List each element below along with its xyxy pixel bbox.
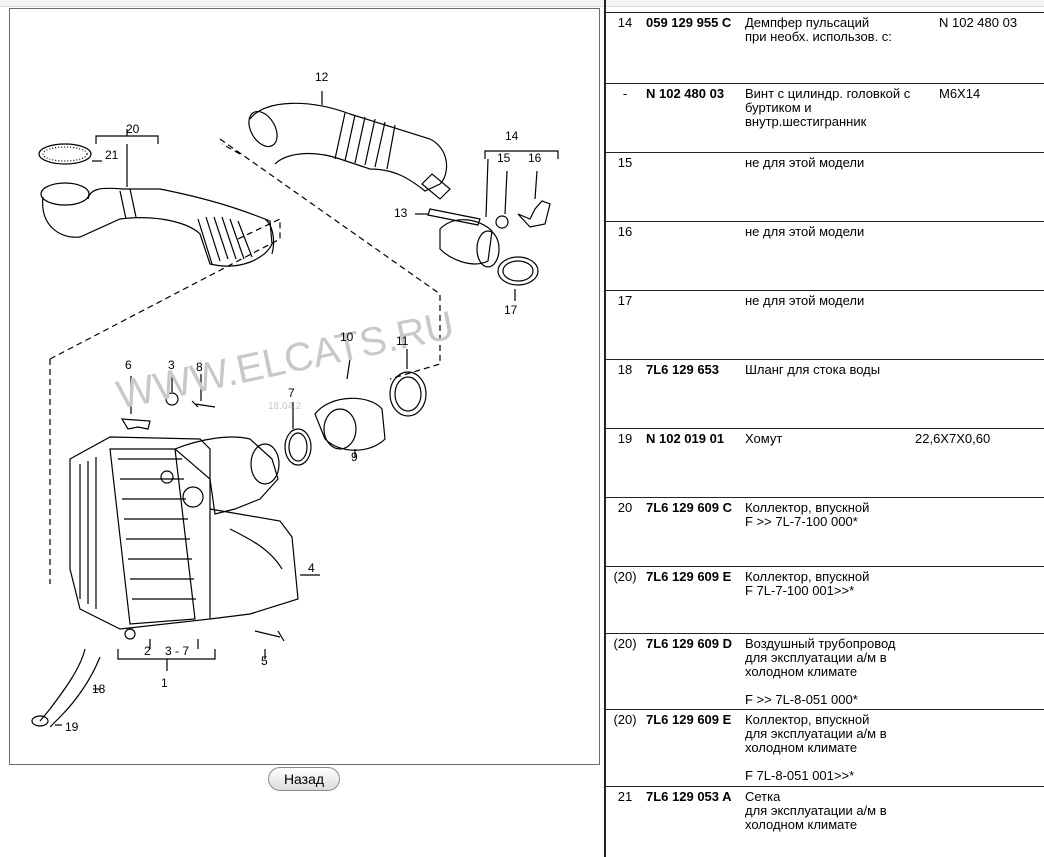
part-description: Коллектор, впускной F 7L-7-100 001>>* bbox=[745, 569, 870, 598]
callout-13: 13 bbox=[394, 206, 408, 220]
parts-table: 14 059 129 955 C Демпфер пульсаций при н… bbox=[606, 12, 1044, 856]
dashed-guide-right bbox=[219, 138, 441, 380]
table-row: (20) 7L6 129 609 D Воздушный трубопровод… bbox=[606, 633, 1044, 709]
hose-clip bbox=[31, 715, 49, 727]
table-row: 20 7L6 129 609 C Коллектор, впускной F >… bbox=[606, 497, 1044, 566]
table-row: 15 не для этой модели bbox=[606, 152, 1044, 221]
o-ring bbox=[284, 428, 312, 466]
part-number: 7L6 129 053 A bbox=[646, 789, 732, 804]
table-row: 16 не для этой модели bbox=[606, 221, 1044, 290]
callout-14: 14 bbox=[505, 129, 519, 143]
part-description: Шланг для стока воды bbox=[745, 362, 881, 377]
table-row: 17 не для этой модели bbox=[606, 290, 1044, 359]
callout-16: 16 bbox=[528, 151, 542, 165]
back-button[interactable]: Назад bbox=[268, 767, 340, 791]
callout-10: 10 bbox=[340, 330, 354, 344]
top-border bbox=[0, 0, 1044, 7]
callout-19: 19 bbox=[65, 720, 79, 734]
collector-part bbox=[40, 182, 90, 206]
air-mass-meter bbox=[314, 397, 386, 451]
row-position: 14 bbox=[617, 15, 633, 30]
mesh-screen-part bbox=[38, 143, 92, 165]
table-row: (20) 7L6 129 609 E Коллектор, впускной д… bbox=[606, 709, 1044, 786]
part-description: Демпфер пульсаций при необх. использов. … bbox=[745, 15, 892, 44]
part-extra: M6X14 bbox=[939, 86, 981, 101]
table-row: (20) 7L6 129 609 E Коллектор, впускной F… bbox=[606, 566, 1044, 633]
table-row: 19 N 102 019 01 Хомут 22,6X7X0,60 bbox=[606, 428, 1044, 497]
callout-7: 7 bbox=[288, 386, 295, 400]
column-divider bbox=[604, 0, 606, 857]
callout-9: 9 bbox=[351, 450, 358, 464]
part-number: 059 129 955 C bbox=[646, 15, 732, 30]
callout-1: 1 bbox=[161, 676, 168, 690]
part-description: не для этой модели bbox=[745, 293, 865, 308]
row-position: 21 bbox=[617, 789, 633, 804]
row-position: (20) bbox=[613, 569, 637, 584]
dashed-guide-left bbox=[49, 218, 281, 584]
part-number: 7L6 129 609 D bbox=[646, 636, 733, 651]
part-number: N 102 019 01 bbox=[646, 431, 725, 446]
callout-15: 15 bbox=[497, 151, 511, 165]
callout-11: 11 bbox=[396, 334, 409, 348]
drain-hose bbox=[39, 648, 101, 728]
row-position: - bbox=[622, 86, 628, 101]
hose-clamp bbox=[389, 371, 427, 417]
part-number: N 102 480 03 bbox=[646, 86, 725, 101]
row-position: 17 bbox=[617, 293, 633, 308]
callout-3: 3 bbox=[168, 358, 175, 372]
bracket-clip bbox=[120, 418, 151, 430]
callout-2: 2 bbox=[144, 644, 151, 658]
callout-4: 4 bbox=[308, 561, 315, 575]
table-row: 14 059 129 955 C Демпфер пульсаций при н… bbox=[606, 12, 1044, 83]
row-position: 20 bbox=[617, 500, 633, 515]
row-position: 15 bbox=[617, 155, 633, 170]
part-number: 7L6 129 653 bbox=[646, 362, 720, 377]
parts-diagram: WWW.ELCATS.RU 18.04.2 1 2 3 - 7 3 4 5 6 … bbox=[9, 8, 600, 765]
table-row: 18 7L6 129 653 Шланг для стока воды bbox=[606, 359, 1044, 428]
part-description: Сетка для эксплуатации а/м в холодном кл… bbox=[745, 789, 887, 832]
callout-3-7: 3 - 7 bbox=[165, 644, 189, 658]
pulsation-damper bbox=[439, 219, 493, 265]
row-position: 18 bbox=[617, 362, 633, 377]
row-position: (20) bbox=[613, 712, 637, 727]
watermark-date: 18.04.2 bbox=[268, 401, 302, 412]
callout-21: 21 bbox=[105, 148, 119, 162]
callout-6: 6 bbox=[125, 358, 132, 372]
part-description: Коллектор, впускной F >> 7L-7-100 000* bbox=[745, 500, 870, 529]
exploded-view-drawing: WWW.ELCATS.RU 18.04.2 1 2 3 - 7 3 4 5 6 … bbox=[31, 70, 559, 734]
part-description: Хомут bbox=[745, 431, 783, 446]
callout-18: 18 bbox=[92, 682, 106, 696]
air-filter-housing bbox=[69, 436, 211, 630]
callout-20: 20 bbox=[126, 122, 140, 136]
row-position: (20) bbox=[613, 636, 637, 651]
part-extra: N 102 480 03 bbox=[939, 15, 1018, 30]
row-position: 16 bbox=[617, 224, 633, 239]
row-position: 19 bbox=[617, 431, 633, 446]
callout-8: 8 bbox=[196, 360, 203, 374]
part-description: Винт с цилиндр. головкой с буртиком и вн… bbox=[745, 86, 911, 129]
table-row: 21 7L6 129 053 A Сетка для эксплуатации … bbox=[606, 786, 1044, 856]
damper-bracket bbox=[427, 208, 481, 226]
callout-5: 5 bbox=[261, 654, 268, 668]
callout-12: 12 bbox=[315, 70, 329, 84]
callout-17: 17 bbox=[504, 303, 518, 317]
part-description: Воздушный трубопровод для эксплуатации а… bbox=[745, 636, 896, 707]
pipe-part bbox=[248, 110, 278, 148]
part-number: 7L6 129 609 C bbox=[646, 500, 733, 515]
part-description: не для этой модели bbox=[745, 155, 865, 170]
part-description: не для этой модели bbox=[745, 224, 865, 239]
part-description: Коллектор, впускной для эксплуатации а/м… bbox=[745, 712, 887, 783]
part-extra: 22,6X7X0,60 bbox=[915, 431, 991, 446]
part-number: 7L6 129 609 E bbox=[646, 569, 732, 584]
part-number: 7L6 129 609 E bbox=[646, 712, 732, 727]
table-row: - N 102 480 03 Винт с цилиндр. головкой … bbox=[606, 83, 1044, 152]
